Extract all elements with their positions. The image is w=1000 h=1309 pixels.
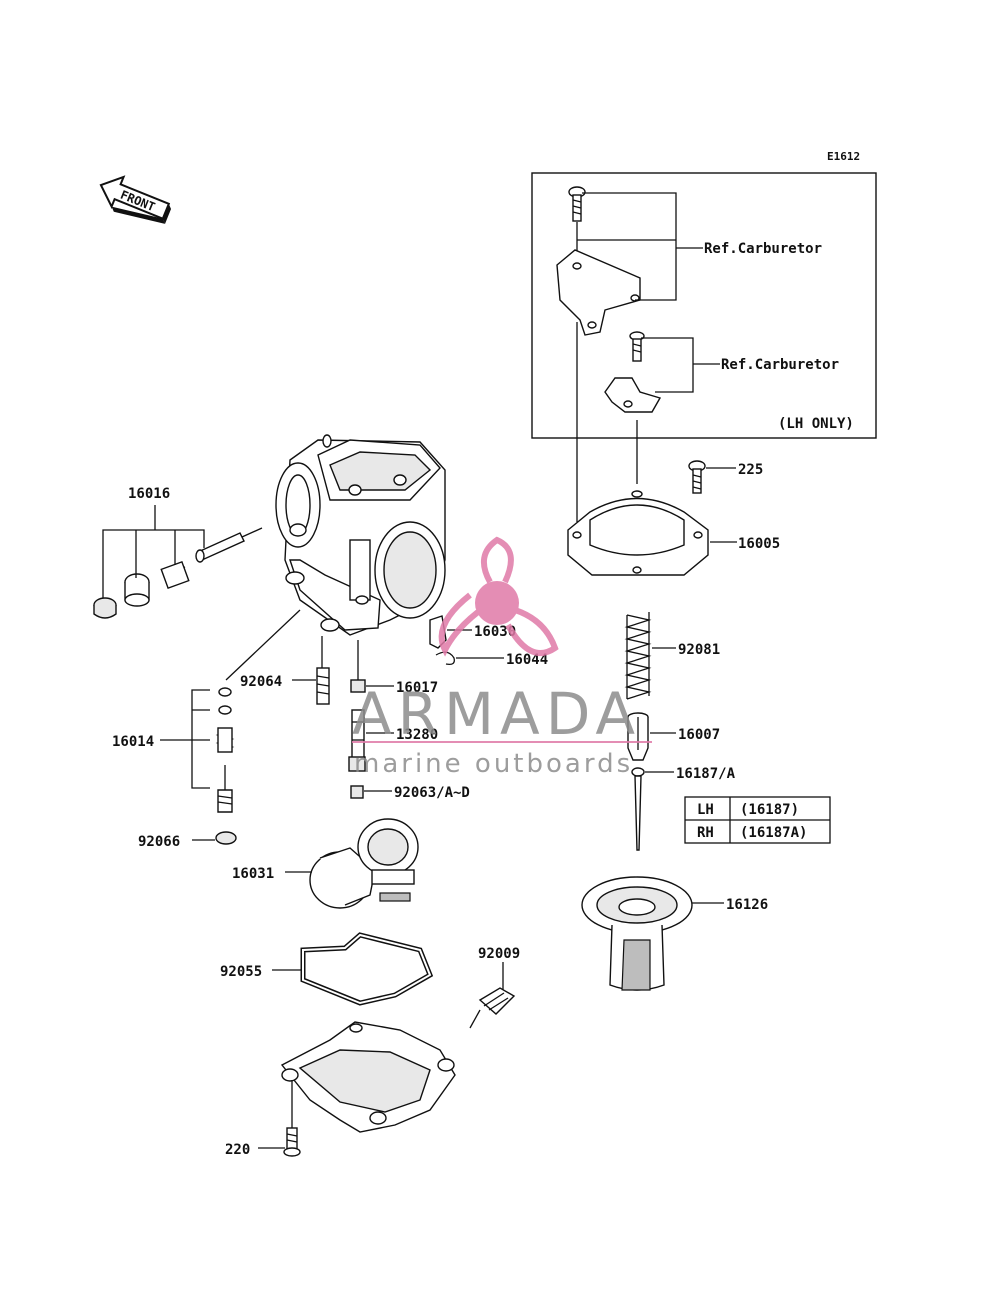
clip-16044: [435, 651, 455, 666]
part-label-225: 225: [738, 462, 763, 478]
float-bowl: [280, 1021, 456, 1133]
propeller-logo-icon: [438, 536, 559, 657]
part-label-16005: 16005: [738, 536, 780, 552]
diaphragm-16126: [581, 876, 693, 991]
part-label-13280: 13280: [396, 727, 438, 743]
drain-screw-92009: [469, 987, 516, 1029]
part-label-16016: 16016: [128, 486, 170, 502]
part-label-92066: 92066: [138, 834, 180, 850]
needle-holder-16007: [627, 712, 649, 761]
part-label-16126: 16126: [726, 897, 768, 913]
bracket-screw-2: [629, 331, 645, 362]
pilot-screw-set-16016: [93, 527, 263, 619]
part-label-92064: 92064: [240, 674, 282, 690]
spring-92081: [624, 612, 652, 700]
float-16031: [309, 818, 419, 909]
top-cover-16005: [567, 490, 709, 576]
part-label-16007: 16007: [678, 727, 720, 743]
choke-bracket: [556, 249, 641, 336]
table-row-part: (16187A): [740, 825, 807, 841]
bracket-screw-1: [568, 186, 586, 222]
plug-92066: [215, 831, 237, 845]
lh-only-box: [531, 172, 877, 439]
part-label-220: 220: [225, 1142, 250, 1158]
carburetor-body: [275, 434, 446, 636]
armada-watermark: ARMADA marine outboards: [352, 536, 652, 779]
watermark-title: ARMADA: [352, 680, 641, 748]
emulsion-tube-13280: [348, 709, 366, 772]
jet-92064: [316, 667, 330, 705]
part-label-16030: 16030: [474, 624, 516, 640]
part-label-16187: 16187/A: [676, 766, 736, 782]
ref-carburetor-label-2: Ref.Carburetor: [721, 357, 839, 373]
ref-carburetor-label-1: Ref.Carburetor: [704, 241, 822, 257]
table-row-side: RH: [697, 825, 714, 841]
screw-225: [688, 460, 706, 494]
part-label-16017: 16017: [396, 680, 438, 696]
lever-clip: [604, 377, 662, 413]
table-row-side: LH: [697, 802, 714, 818]
main-jet-92063: [350, 785, 364, 799]
part-label-16031: 16031: [232, 866, 274, 882]
diagram-code: E1612: [827, 150, 860, 163]
jet-needle-16187: [631, 767, 645, 851]
part-label-92009: 92009: [478, 946, 520, 962]
needle-variant-table: LH (16187) RH (16187A): [684, 796, 831, 844]
front-arrow-icon: FRONT: [99, 175, 172, 224]
watermark-subtitle: marine outboards: [354, 749, 633, 779]
part-label-92063: 92063/A~D: [394, 785, 470, 801]
part-label-92081: 92081: [678, 642, 720, 658]
lh-only-label: (LH ONLY): [778, 416, 854, 432]
gasket-92055: [300, 932, 434, 1006]
part-label-16014: 16014: [112, 734, 154, 750]
table-row-part: (16187): [740, 802, 799, 818]
float-valve-set-16014: [215, 687, 235, 813]
part-label-16044: 16044: [506, 652, 548, 668]
screw-220: [283, 1127, 301, 1157]
part-label-92055: 92055: [220, 964, 262, 980]
